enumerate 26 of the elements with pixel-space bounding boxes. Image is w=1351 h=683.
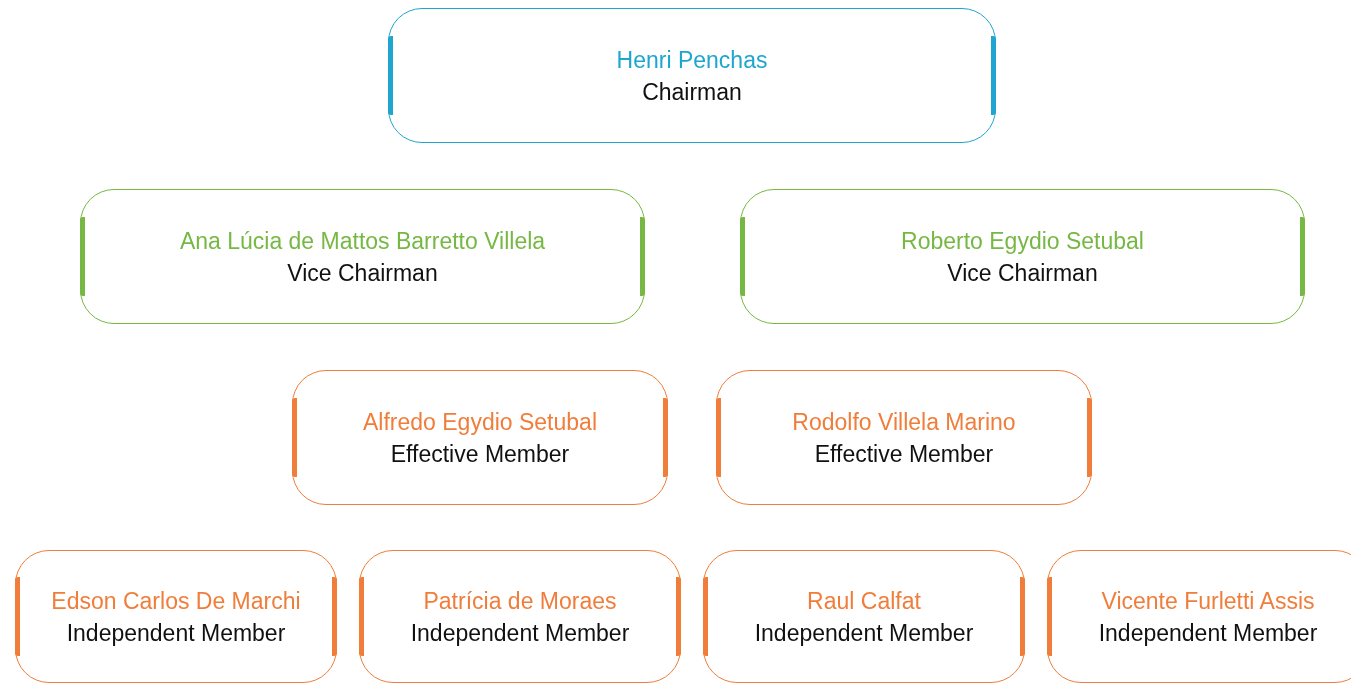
role-title: Effective Member: [814, 439, 994, 469]
person-name: Edson Carlos De Marchi: [51, 586, 301, 616]
member-card: [15, 550, 337, 683]
role-title: Vice Chairman: [947, 258, 1098, 288]
person-name: Raul Calfat: [807, 586, 921, 616]
member-card: [80, 189, 645, 324]
role-title: Independent Member: [66, 618, 286, 648]
member-card: [292, 370, 668, 505]
person-name: Vicente Furletti Assis: [1101, 586, 1315, 616]
member-card: [388, 8, 996, 143]
role-title: Chairman: [642, 77, 742, 107]
person-name: Alfredo Egydio Setubal: [363, 407, 597, 437]
person-name: Roberto Egydio Setubal: [901, 226, 1144, 256]
role-title: Independent Member: [1098, 618, 1318, 648]
person-name: Henri Penchas: [616, 45, 768, 75]
member-card: [716, 370, 1092, 505]
member-card: [359, 550, 681, 683]
person-name: Patrícia de Moraes: [423, 586, 617, 616]
member-card: [740, 189, 1305, 324]
person-name: Ana Lúcia de Mattos Barretto Villela: [179, 226, 546, 256]
member-card: [703, 550, 1025, 683]
person-name: Rodolfo Villela Marino: [792, 407, 1016, 437]
role-title: Independent Member: [754, 618, 974, 648]
role-title: Vice Chairman: [287, 258, 438, 288]
role-title: Effective Member: [390, 439, 570, 469]
role-title: Independent Member: [410, 618, 630, 648]
